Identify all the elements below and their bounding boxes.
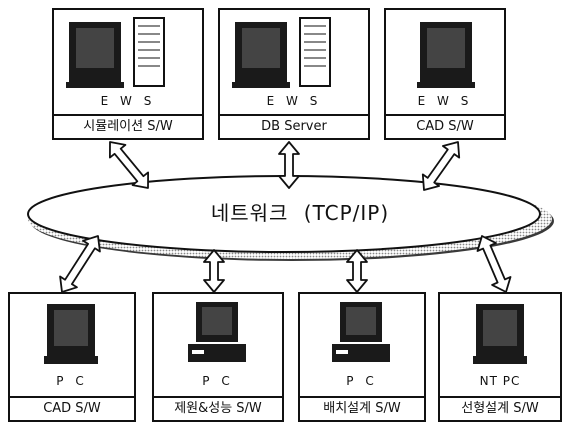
- client-label: 선형설계 S/W: [440, 396, 560, 420]
- client-type: P C: [300, 374, 424, 388]
- server-node-cad: E W S CAD S/W: [384, 8, 506, 140]
- server-type: E W S: [54, 94, 202, 108]
- pc-monitor-icon: [10, 294, 134, 374]
- server-node-simulation: E W S 시뮬레이션 S/W: [52, 8, 204, 140]
- client-node-spec: P C 제원&성능 S/W: [152, 292, 284, 422]
- link-arrow-nt-pc: [478, 236, 511, 292]
- link-arrow-cad-ews: [423, 142, 459, 190]
- client-node-nt: NT PC 선형설계 S/W: [438, 292, 562, 422]
- client-label: 배치설계 S/W: [300, 396, 424, 420]
- server-type: E W S: [220, 94, 368, 108]
- client-type: P C: [154, 374, 282, 388]
- network-label: 네트워크 (TCP/IP): [150, 197, 450, 226]
- client-node-cad: P C CAD S/W: [8, 292, 136, 422]
- pc-desktop-icon: [300, 294, 424, 374]
- server-label: DB Server: [220, 114, 368, 138]
- workstation-with-tower-icon: [220, 10, 368, 100]
- server-node-db: E W S DB Server: [218, 8, 370, 140]
- client-type: P C: [10, 374, 134, 388]
- client-label: 제원&성능 S/W: [154, 396, 282, 420]
- client-label: CAD S/W: [10, 396, 134, 420]
- link-arrow-sim: [110, 142, 148, 188]
- network-protocol: (TCP/IP): [304, 201, 389, 225]
- network-name: 네트워크: [211, 201, 289, 225]
- workstation-with-tower-icon: [54, 10, 202, 100]
- pc-desktop-icon: [154, 294, 282, 374]
- client-node-layout: P C 배치설계 S/W: [298, 292, 426, 422]
- client-type: NT PC: [440, 374, 560, 388]
- server-label: 시뮬레이션 S/W: [54, 114, 202, 138]
- pc-monitor-icon: [440, 294, 560, 374]
- workstation-icon: [386, 10, 504, 100]
- server-type: E W S: [386, 94, 504, 108]
- server-label: CAD S/W: [386, 114, 504, 138]
